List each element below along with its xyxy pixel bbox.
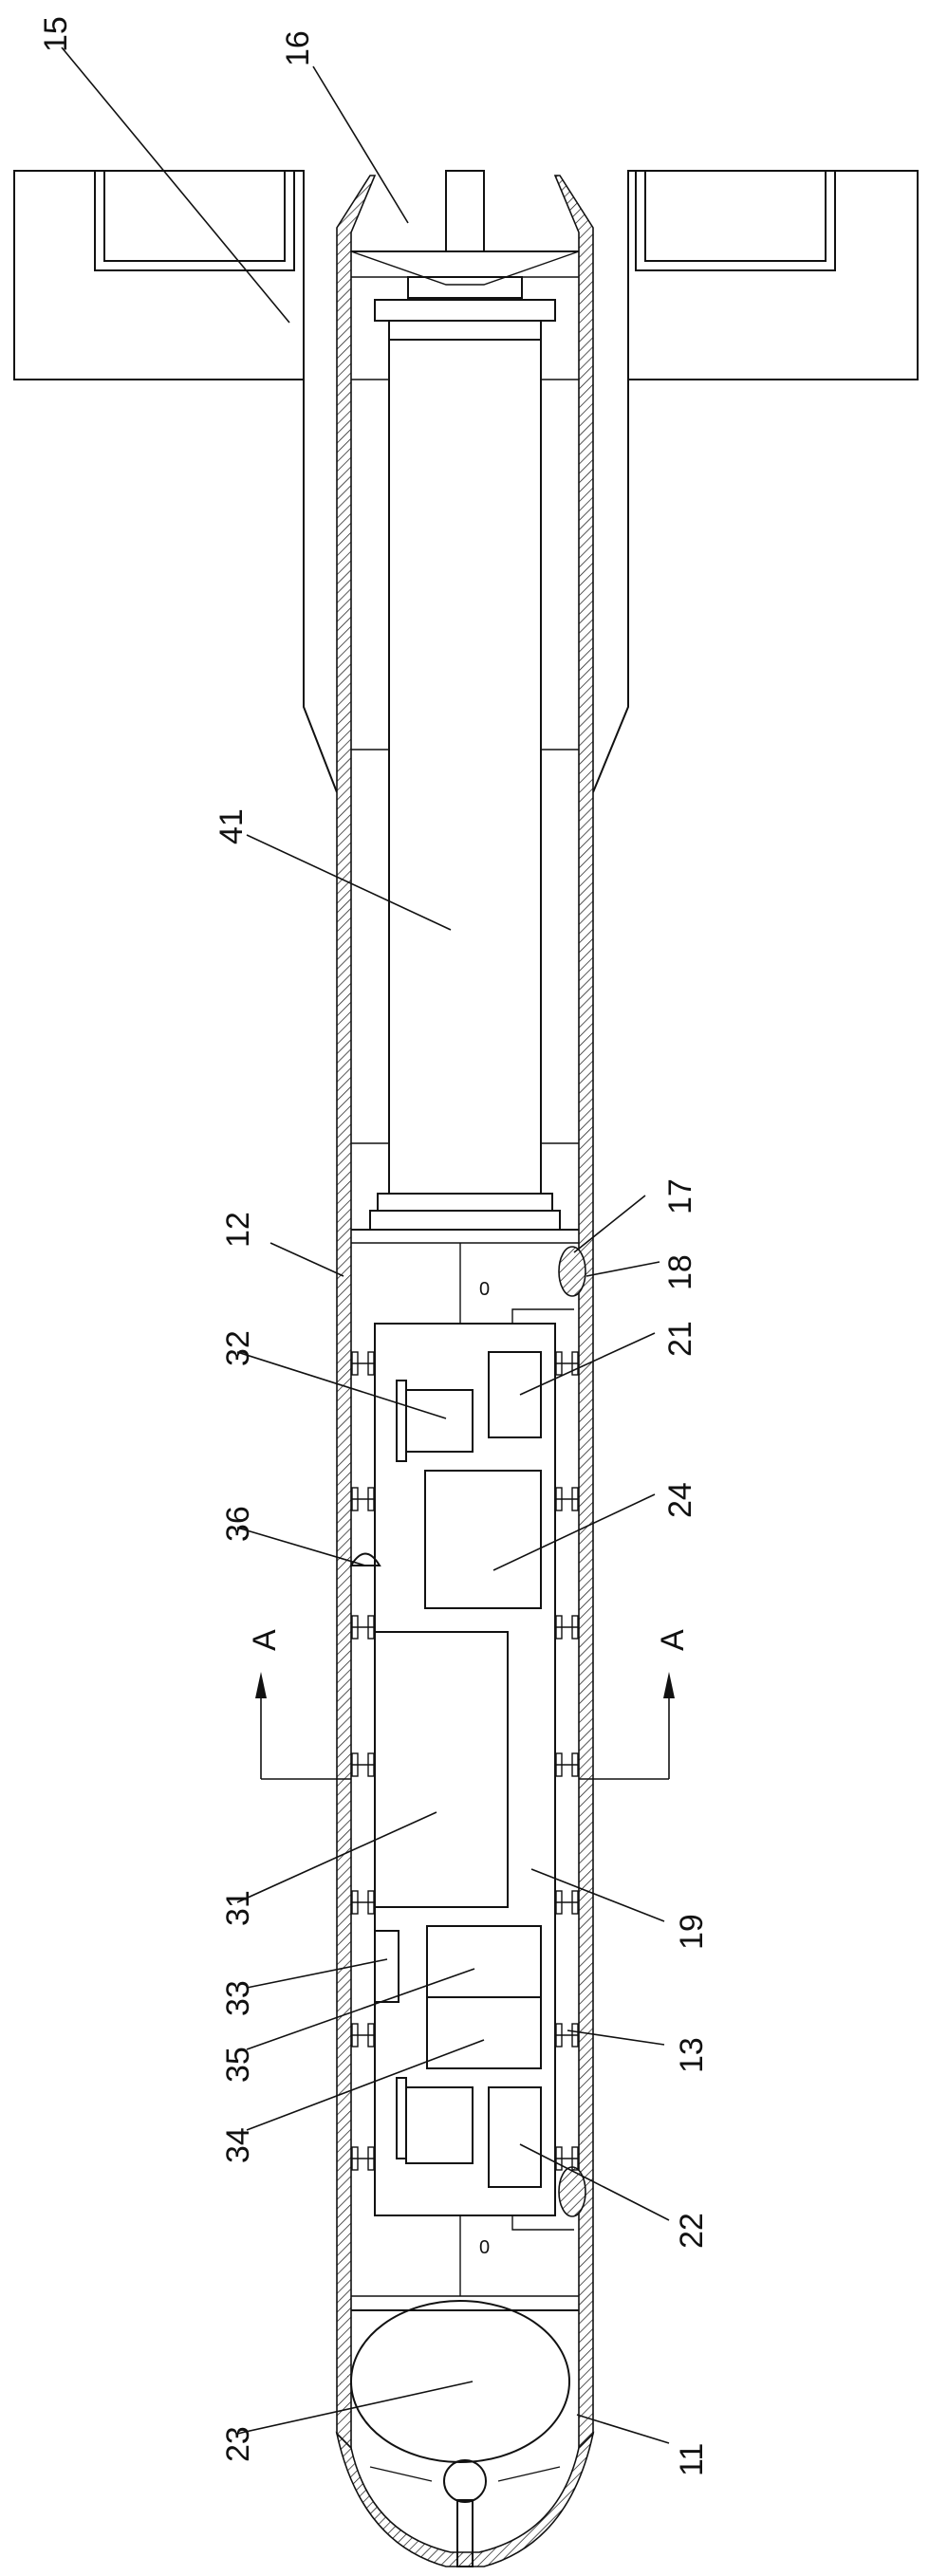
spacer-stud-plate xyxy=(555,1351,563,1376)
component-31 xyxy=(374,1631,509,1908)
rear-drive-unit xyxy=(350,170,580,341)
spacer-stud-plate xyxy=(367,1351,375,1376)
spacer-stud-plate xyxy=(367,2146,375,2171)
spacer-stud-plate xyxy=(555,1752,563,1777)
component-36 xyxy=(349,1552,381,1566)
spacer-stud-plate xyxy=(571,1890,579,1915)
spacer-stud-plate xyxy=(367,2023,375,2048)
component-35-34 xyxy=(426,1925,542,2069)
label-17: 17 xyxy=(662,1178,698,1214)
spacer-stud-plate xyxy=(555,1487,563,1511)
label-18: 18 xyxy=(662,1254,698,1290)
mark-bottom: 0 xyxy=(479,2237,490,2258)
label-34: 34 xyxy=(220,2127,256,2163)
component-motor xyxy=(396,2077,474,2164)
spacer-stud-plate xyxy=(555,1615,563,1640)
label-36: 36 xyxy=(220,1506,256,1542)
leader-lines xyxy=(61,46,670,2444)
label-35: 35 xyxy=(220,2047,256,2083)
label-11: 11 xyxy=(674,2443,710,2476)
spacer-stud-plate xyxy=(555,1890,563,1915)
spacer-stud-plate xyxy=(351,1487,359,1511)
spacer-stud-plate xyxy=(351,2146,359,2171)
label-13: 13 xyxy=(674,2037,710,2073)
spacer-studs xyxy=(351,1351,579,2171)
spacer-stud-plate xyxy=(555,2146,563,2171)
label-23: 23 xyxy=(220,2426,256,2462)
tail-fins xyxy=(303,380,629,793)
label-12: 12 xyxy=(220,1212,256,1248)
electronics-frame xyxy=(374,1323,556,2216)
component-21 xyxy=(488,1351,542,1438)
section-label-left: A xyxy=(247,1629,283,1651)
spacer-stud-plate xyxy=(351,1615,359,1640)
component-24 xyxy=(424,1470,542,1609)
spacer-stud-plate xyxy=(571,1351,579,1376)
component-33 xyxy=(374,1930,399,2003)
spacer-stud-plate xyxy=(571,2023,579,2048)
label-21: 21 xyxy=(662,1321,698,1357)
spacer-stud-plate xyxy=(555,2023,563,2048)
battery-module xyxy=(351,339,579,1231)
label-32: 32 xyxy=(220,1330,256,1366)
component-32 xyxy=(396,1380,474,1462)
component-22 xyxy=(488,2086,542,2188)
spacer-stud-plate xyxy=(351,1752,359,1777)
spacer-stud-plate xyxy=(571,1752,579,1777)
section-label-right: A xyxy=(655,1629,691,1651)
reference-numerals: 15 16 41 12 17 18 32 21 24 36 31 19 33 3… xyxy=(38,16,710,2476)
label-33: 33 xyxy=(220,1980,256,2016)
label-15: 15 xyxy=(38,16,74,52)
mounting-bulkhead xyxy=(351,1242,586,2311)
label-22: 22 xyxy=(674,2213,710,2249)
label-19: 19 xyxy=(674,1914,710,1950)
wing-assembly xyxy=(13,170,919,380)
label-16: 16 xyxy=(280,30,316,66)
nose-sensor-23 xyxy=(350,2300,570,2567)
spacer-stud-plate xyxy=(351,2023,359,2048)
section-line-a-a: A A xyxy=(247,1629,691,1780)
mark-top: 0 xyxy=(479,1279,490,1300)
spacer-stud-plate xyxy=(571,2146,579,2171)
spacer-stud-plate xyxy=(571,1615,579,1640)
spacer-stud-plate xyxy=(571,1487,579,1511)
hull-shell xyxy=(335,175,595,2567)
label-31: 31 xyxy=(220,1890,256,1926)
spacer-stud-plate xyxy=(367,1487,375,1511)
spacer-stud-plate xyxy=(351,1351,359,1376)
label-41: 41 xyxy=(214,808,250,844)
spacer-stud-plate xyxy=(367,1615,375,1640)
label-24: 24 xyxy=(662,1482,698,1518)
spacer-stud-plate xyxy=(351,1890,359,1915)
